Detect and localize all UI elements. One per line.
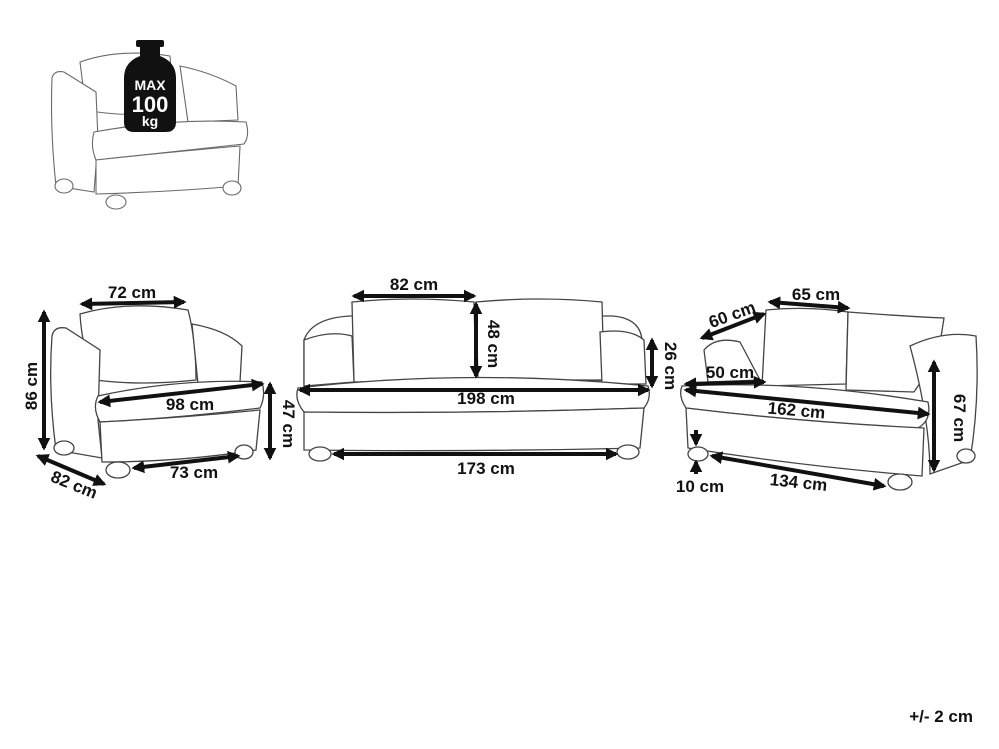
weight-limit-badge: MAX 100 kg	[124, 40, 176, 132]
armchair-seat-height-label: 47 cm	[279, 400, 298, 448]
armchair-drawing	[50, 305, 265, 479]
armchair-seat-width-label: 98 cm	[166, 395, 214, 414]
sofa2-cushion-width-label: 65 cm	[792, 285, 840, 304]
armchair-inner-width-label: 73 cm	[170, 463, 218, 482]
armchair-top-width-label: 72 cm	[108, 283, 156, 302]
badge-kg: kg	[142, 113, 158, 129]
sofa3-drawing	[296, 298, 650, 462]
sofa3-arm-height-label: 26 cm	[661, 342, 680, 390]
sofa2-dimensions: 65 cm 60 cm 50 cm 162 cm 67 cm 10 cm 134…	[676, 285, 969, 496]
bottle-icon	[124, 44, 176, 132]
sofa3-inner-width-label: 173 cm	[457, 459, 515, 478]
armchair-height-label: 86 cm	[22, 362, 41, 410]
sofa2-leg-height-label: 10 cm	[676, 477, 724, 496]
sofa3-cushion-width-label: 82 cm	[390, 275, 438, 294]
armchair-dimensions: 72 cm 86 cm 82 cm 98 cm 73 cm 47 cm	[22, 283, 298, 503]
badge-max: MAX	[134, 77, 166, 93]
sofa2-height-label: 67 cm	[950, 394, 969, 442]
sofa2-total-width-label: 162 cm	[767, 399, 826, 423]
badge-100: 100	[132, 92, 169, 117]
sofa3-total-width-label: 198 cm	[457, 389, 515, 408]
tolerance-note: +/- 2 cm	[909, 707, 973, 726]
sofa3-back-height-label: 48 cm	[484, 320, 503, 368]
sofa3-dimensions: 82 cm 48 cm 26 cm 198 cm 173 cm	[297, 275, 680, 478]
sofa2-drawing	[680, 307, 978, 491]
sofa2-seat-depth-label: 50 cm	[706, 363, 754, 382]
